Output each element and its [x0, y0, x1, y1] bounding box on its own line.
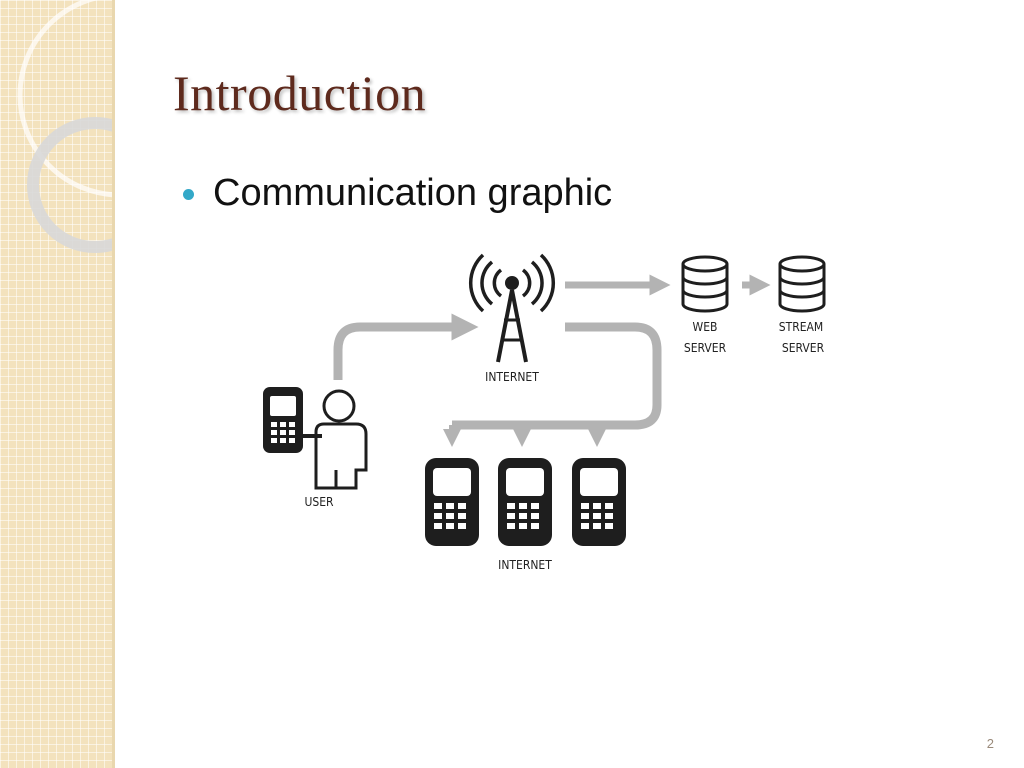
- slide-title: Introduction: [173, 65, 427, 121]
- bullet-text: Communication graphic: [213, 172, 613, 214]
- bullet-item: Communication graphic: [183, 172, 612, 215]
- stream-server-label-line1: STREAM: [779, 320, 823, 334]
- bullet-dot-icon: [183, 189, 194, 200]
- decorative-circles: [17, 0, 112, 253]
- devices-label: INTERNET: [498, 558, 552, 572]
- web-server-label-line2: SERVER: [684, 341, 727, 355]
- communication-diagram: INTERNET WEB SERVER STREAM SERVER USER: [263, 253, 826, 572]
- stream-server-database-icon: [778, 255, 826, 313]
- mobile-phone-icon-1: [425, 458, 479, 546]
- arrow-tower-to-devices: [452, 322, 662, 430]
- web-server-database-icon: [681, 255, 729, 313]
- arrow-user-to-tower: [333, 313, 479, 380]
- tower-label: INTERNET: [485, 370, 539, 384]
- stream-server-label-line2: SERVER: [782, 341, 825, 355]
- user-with-phone-icon: [263, 387, 368, 490]
- mobile-phone-icon-2: [498, 458, 552, 546]
- sidebar-edge: [112, 0, 115, 768]
- web-server-label-line1: WEB: [693, 320, 718, 334]
- user-label: USER: [304, 495, 334, 509]
- sidebar-pattern: [0, 0, 112, 768]
- page-number: 2: [986, 736, 994, 751]
- antenna-tower-icon: [469, 253, 555, 363]
- mobile-phone-icon-3: [572, 458, 626, 546]
- bullet-list: Communication graphic: [183, 172, 612, 215]
